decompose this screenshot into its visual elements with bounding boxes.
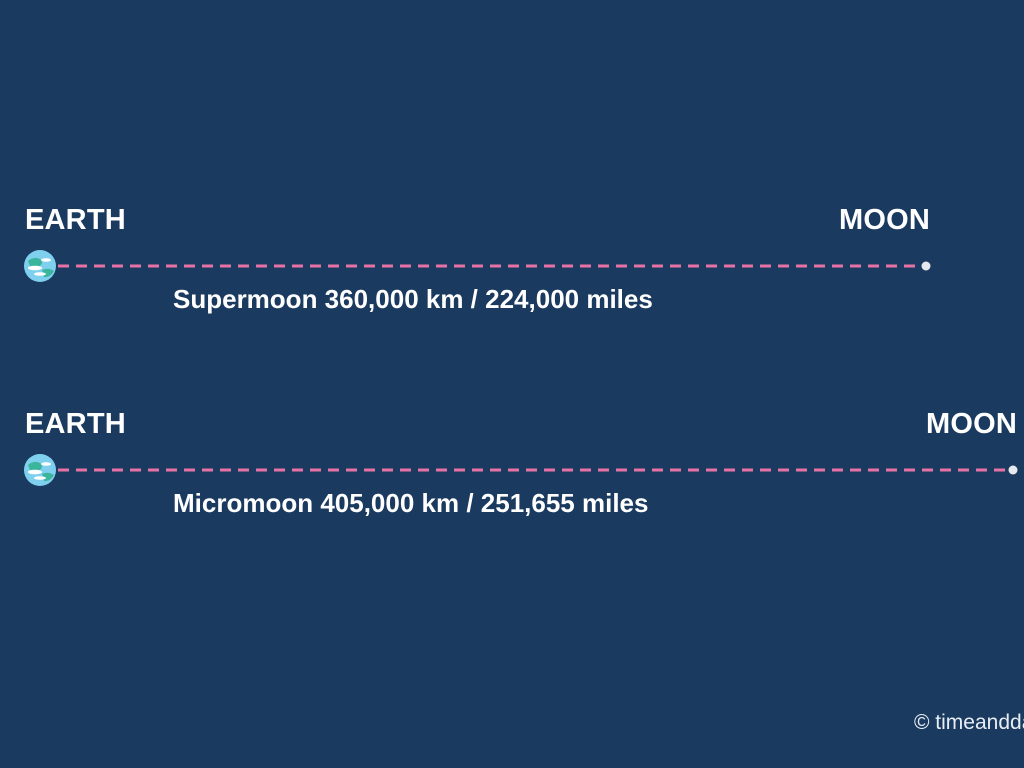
supermoon-distance-line (24, 250, 931, 282)
moon-icon (921, 261, 931, 271)
supermoon-caption: Supermoon 360,000 km / 224,000 miles (173, 284, 653, 314)
earth-icon (24, 454, 56, 486)
earth-label-supermoon: EARTH (25, 204, 126, 236)
earth-label-micromoon: EARTH (25, 408, 126, 440)
moon-label-supermoon: MOON (838, 204, 930, 236)
moon-label-micromoon: MOON (925, 408, 1017, 440)
micromoon-row: EARTH MOON Micromoon 405,000 km / 251,65… (0, 404, 1024, 524)
supermoon-row: EARTH MOON Supermoon 360,000 km / 224,00… (0, 200, 1024, 320)
copyright-credit: © timeanddate (914, 711, 1024, 734)
micromoon-distance-line (24, 454, 1018, 486)
moon-icon (1008, 465, 1018, 475)
micromoon-caption: Micromoon 405,000 km / 251,655 miles (173, 488, 649, 518)
earth-icon (24, 250, 56, 282)
